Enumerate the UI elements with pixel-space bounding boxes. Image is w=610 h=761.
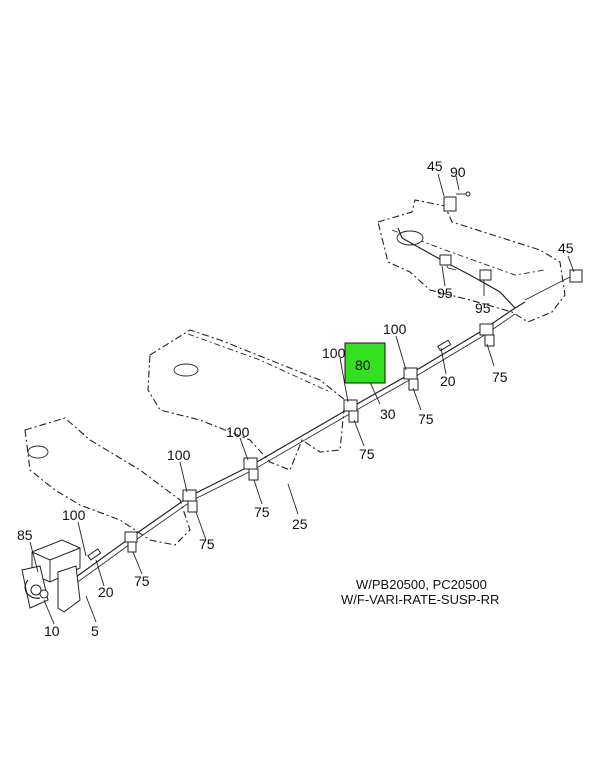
callout-85[interactable]: 85 <box>17 527 33 543</box>
callout-20-rear[interactable]: 20 <box>440 373 456 389</box>
callout-95-left[interactable]: 95 <box>437 285 453 301</box>
callout-20-front[interactable]: 20 <box>98 584 114 600</box>
callout-100-mid-front[interactable]: 100 <box>167 447 191 463</box>
clip-5 <box>403 367 419 391</box>
callout-80[interactable]: 80 <box>355 357 371 373</box>
callout-45-right[interactable]: 45 <box>558 240 574 256</box>
applicability-note-line1: W/PB20500, PC20500 <box>356 577 487 592</box>
callout-75-mid-front[interactable]: 75 <box>199 536 215 552</box>
callout-25[interactable]: 25 <box>292 516 308 532</box>
clip-4 <box>343 399 359 423</box>
callout-100-mid[interactable]: 100 <box>226 424 250 440</box>
clip-2 <box>182 489 198 513</box>
callout-100-rear[interactable]: 100 <box>383 321 407 337</box>
callout-75-far-rear[interactable]: 75 <box>492 369 508 385</box>
applicability-note-line2: W/F-VARI-RATE-SUSP-RR <box>341 592 499 607</box>
callout-100-mid-rear[interactable]: 100 <box>322 345 346 361</box>
callout-95-right[interactable]: 95 <box>475 300 491 316</box>
clip-3 <box>243 457 259 481</box>
leveling-valve-assembly <box>21 539 81 613</box>
clip-6 <box>479 323 495 347</box>
callout-75-front[interactable]: 75 <box>134 573 150 589</box>
clip-rear-1 <box>439 196 583 283</box>
callout-90[interactable]: 90 <box>450 164 466 180</box>
callout-75-rear[interactable]: 75 <box>418 411 434 427</box>
callout-100-front[interactable]: 100 <box>62 507 86 523</box>
crossmember-middle <box>147 329 346 471</box>
highlighted-part-box[interactable] <box>344 342 386 384</box>
callout-10[interactable]: 10 <box>44 623 60 639</box>
callout-45-top[interactable]: 45 <box>427 158 443 174</box>
callout-75-mid-rear[interactable]: 75 <box>359 446 375 462</box>
crossmember-rear <box>377 199 566 323</box>
crossmember-front <box>24 417 191 546</box>
callout-75-mid[interactable]: 75 <box>254 504 270 520</box>
callout-5[interactable]: 5 <box>91 623 99 639</box>
callouts: 45 90 45 95 95 100 100 80 20 75 30 75 75… <box>17 158 574 639</box>
clip-1 <box>124 531 138 553</box>
callout-30[interactable]: 30 <box>380 406 396 422</box>
leader-lines <box>29 173 575 625</box>
